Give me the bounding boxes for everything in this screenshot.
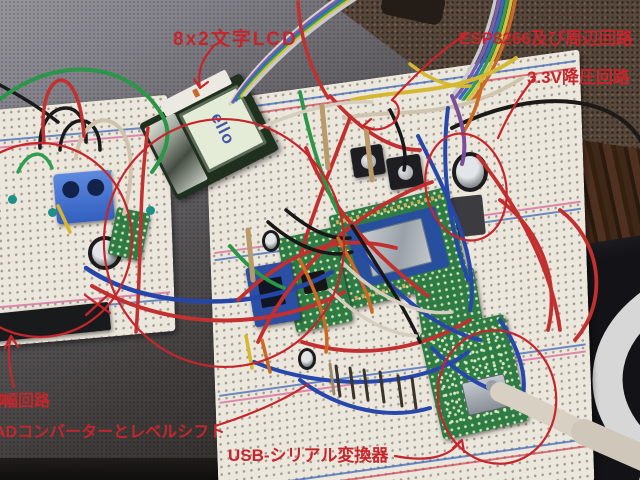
ceramic-capacitor: [146, 206, 155, 215]
stepdown-circle: [424, 132, 508, 242]
annotation-adc-label: ADコンバーターとレベルシフト: [0, 424, 226, 441]
mousepad: [449, 229, 640, 480]
annotation-stepdown-label: 3.3V降圧回路: [527, 68, 630, 87]
mousepad-logo: [592, 269, 640, 480]
adc-circle: [102, 117, 346, 369]
usb-circle: [436, 329, 558, 465]
stepdown-pointer-line: [496, 75, 537, 140]
table-edge-shadow: [0, 458, 240, 480]
annotation-esp-label: ESP8266及び周辺回路: [459, 29, 633, 48]
adc-pointer-line: [213, 382, 310, 428]
annotation-amp-label: 増幅回路: [0, 393, 51, 410]
capacitor: [262, 230, 280, 252]
lcd-arrow: [198, 45, 215, 90]
ceramic-capacitor: [8, 195, 17, 204]
usb-pointer-line: [393, 440, 462, 460]
annotation-lcd-label: 8x2文字LCD: [173, 29, 298, 50]
amp-circle: [0, 141, 134, 339]
amp-arrow: [7, 334, 16, 389]
ceramic-capacitor: [48, 208, 57, 217]
capacitor: [298, 348, 316, 370]
annotation-usb-label: USB-シリアル変換器: [228, 446, 389, 465]
esp-pointer-line: [390, 31, 470, 102]
